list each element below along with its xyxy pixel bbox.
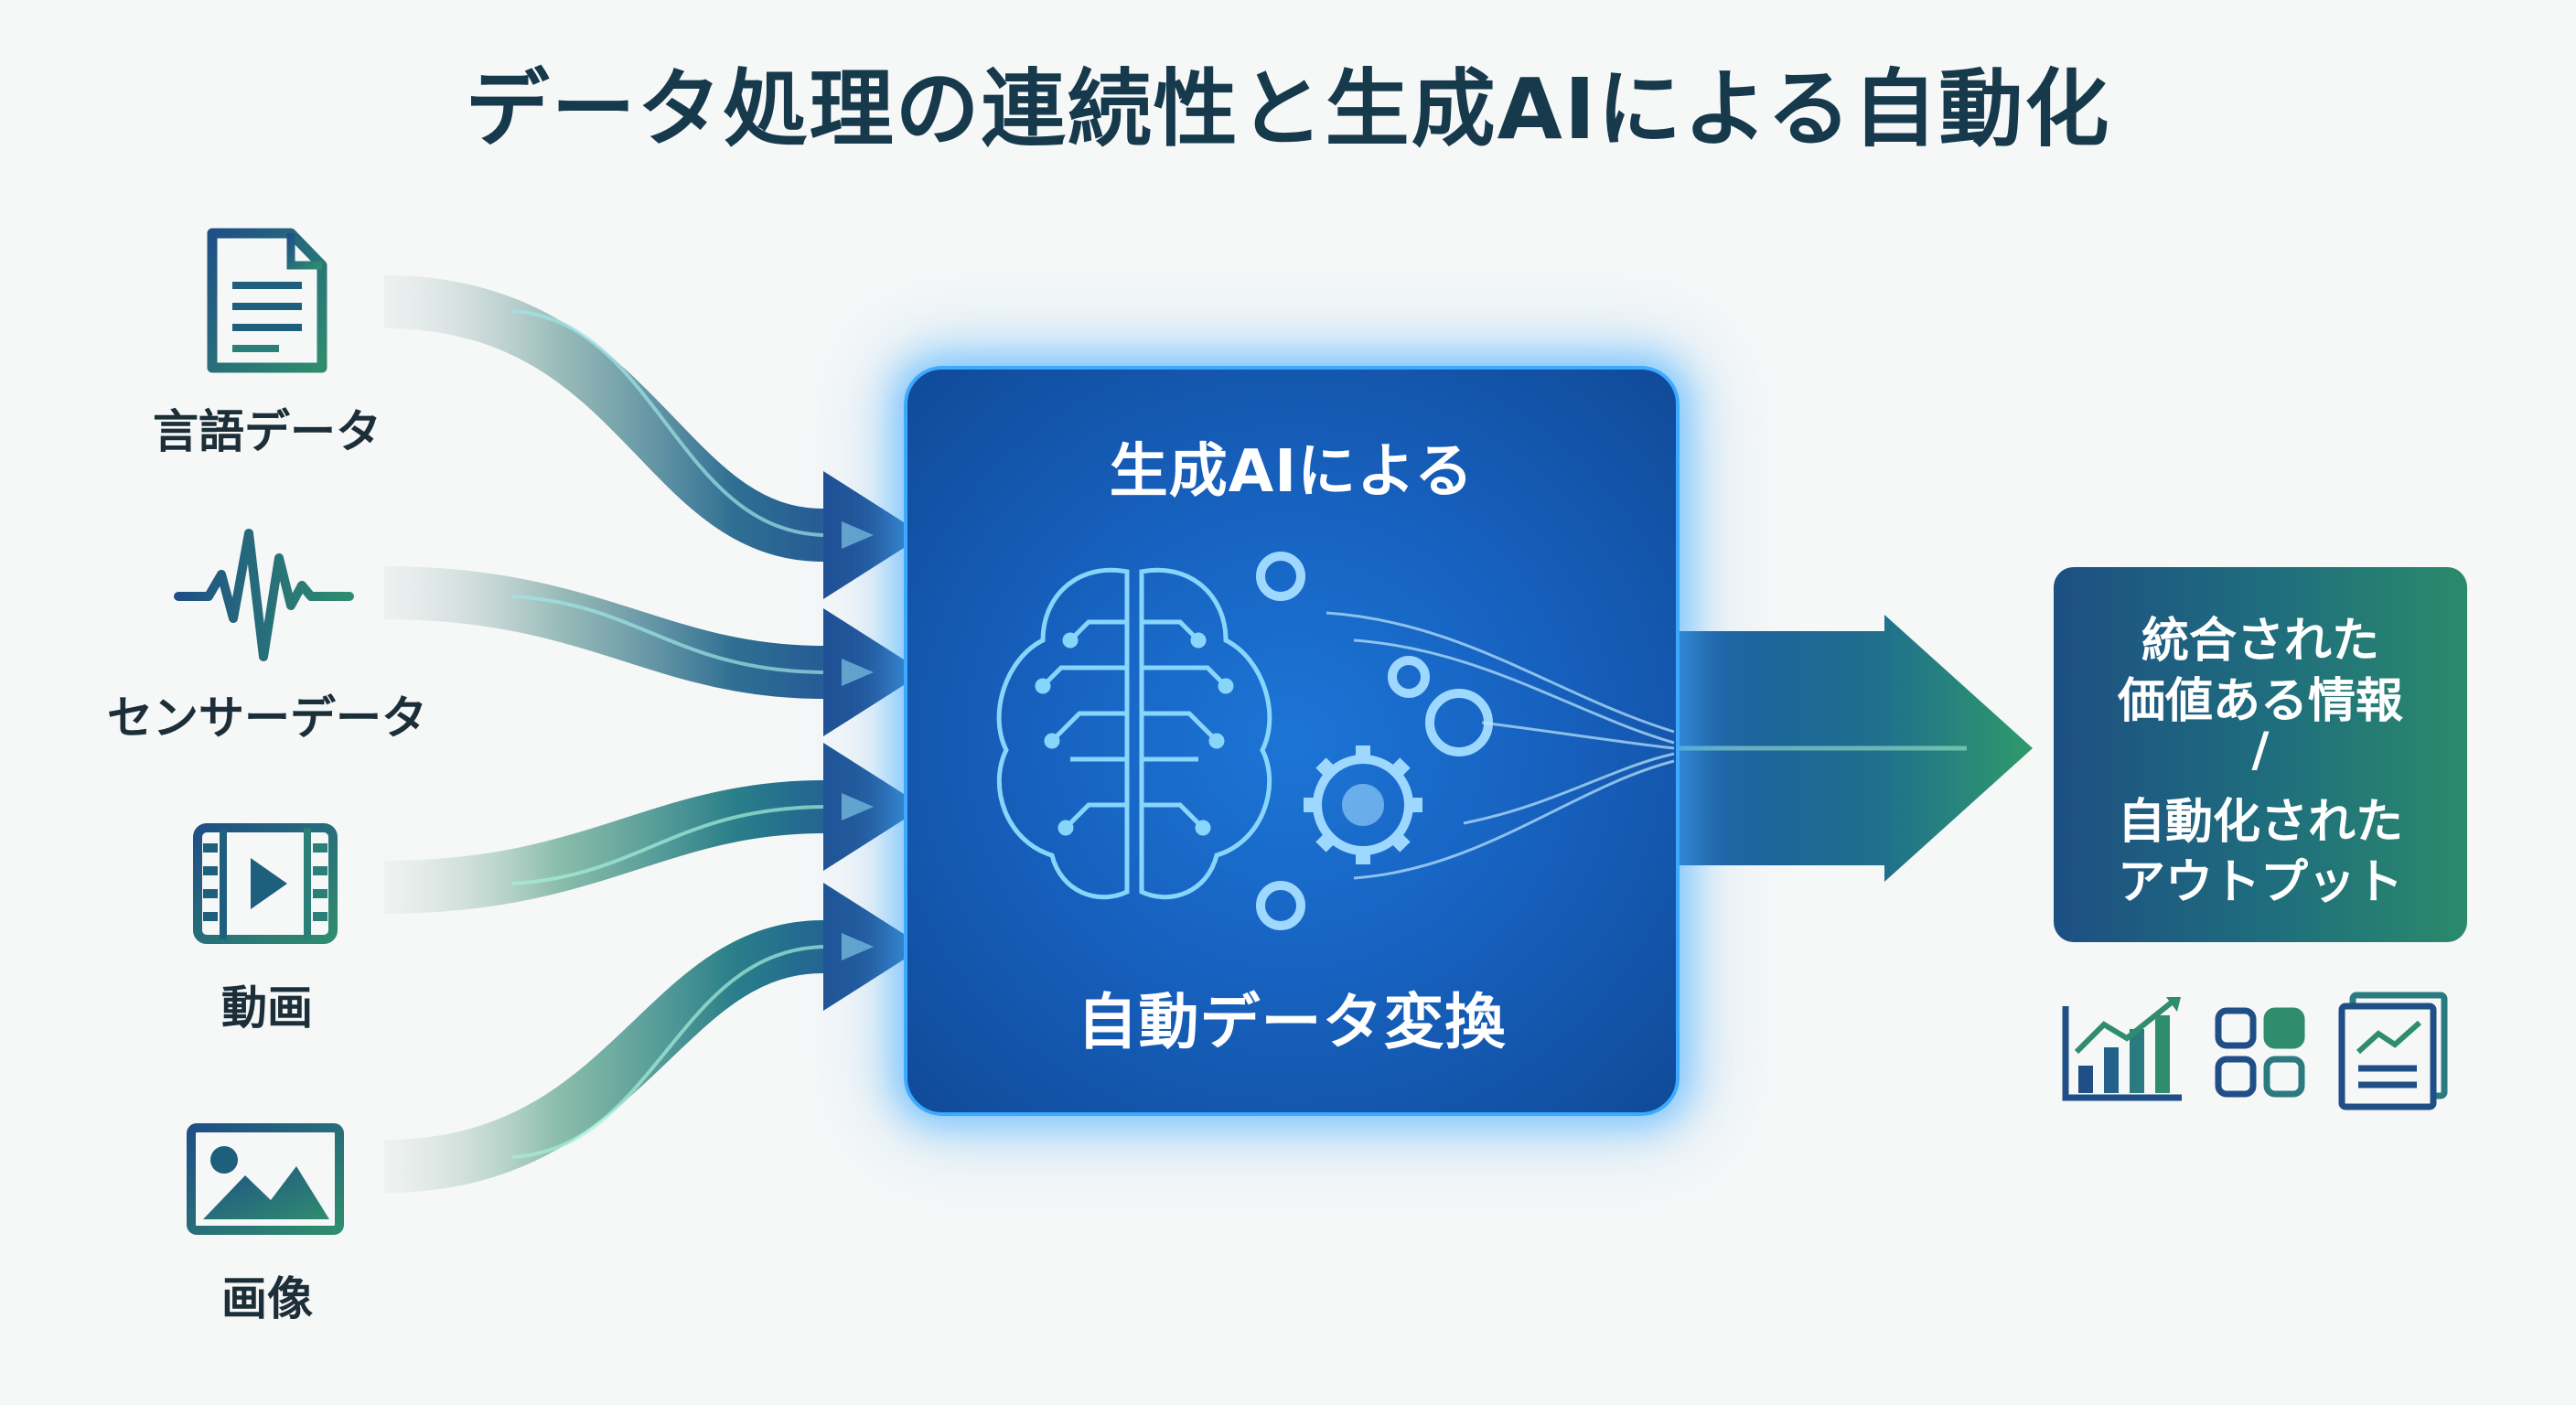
dashboard-grid-icon bbox=[2215, 1007, 2305, 1098]
ai-bottom-label: 自動データ変換 bbox=[1077, 987, 1507, 1057]
output-line-5: アウトプット bbox=[2117, 855, 2403, 910]
bar-chart-icon bbox=[2062, 997, 2182, 1101]
output-line-4: 自動化された bbox=[2117, 795, 2403, 850]
source-label-sensor: センサーデータ bbox=[107, 692, 427, 745]
flow-language bbox=[383, 275, 883, 562]
output-line-2: 価値ある情報 bbox=[2117, 674, 2403, 729]
output-line-3: / bbox=[2251, 723, 2270, 778]
flow-sensor bbox=[383, 566, 883, 699]
image-icon bbox=[187, 1123, 344, 1235]
ai-top-label: 生成AIによる bbox=[1109, 438, 1475, 506]
report-icon bbox=[2338, 992, 2448, 1110]
flow-image bbox=[383, 920, 883, 1193]
page-title: データ処理の連続性と生成AIによる自動化 bbox=[465, 60, 2111, 158]
video-icon bbox=[193, 823, 338, 944]
output-box: 統合された 価値ある情報 / 自動化された アウトプット bbox=[2054, 567, 2467, 942]
source-label-image: 画像 bbox=[221, 1272, 313, 1325]
ai-processing-box: 生成AIによる 自動データ変換 bbox=[904, 366, 1680, 1116]
flow-video bbox=[383, 780, 883, 914]
source-label-language: 言語データ bbox=[153, 405, 381, 458]
source-label-video: 動画 bbox=[221, 981, 313, 1035]
document-icon bbox=[207, 228, 327, 373]
waveform-icon bbox=[174, 529, 354, 661]
output-line-1: 統合された bbox=[2141, 614, 2379, 669]
